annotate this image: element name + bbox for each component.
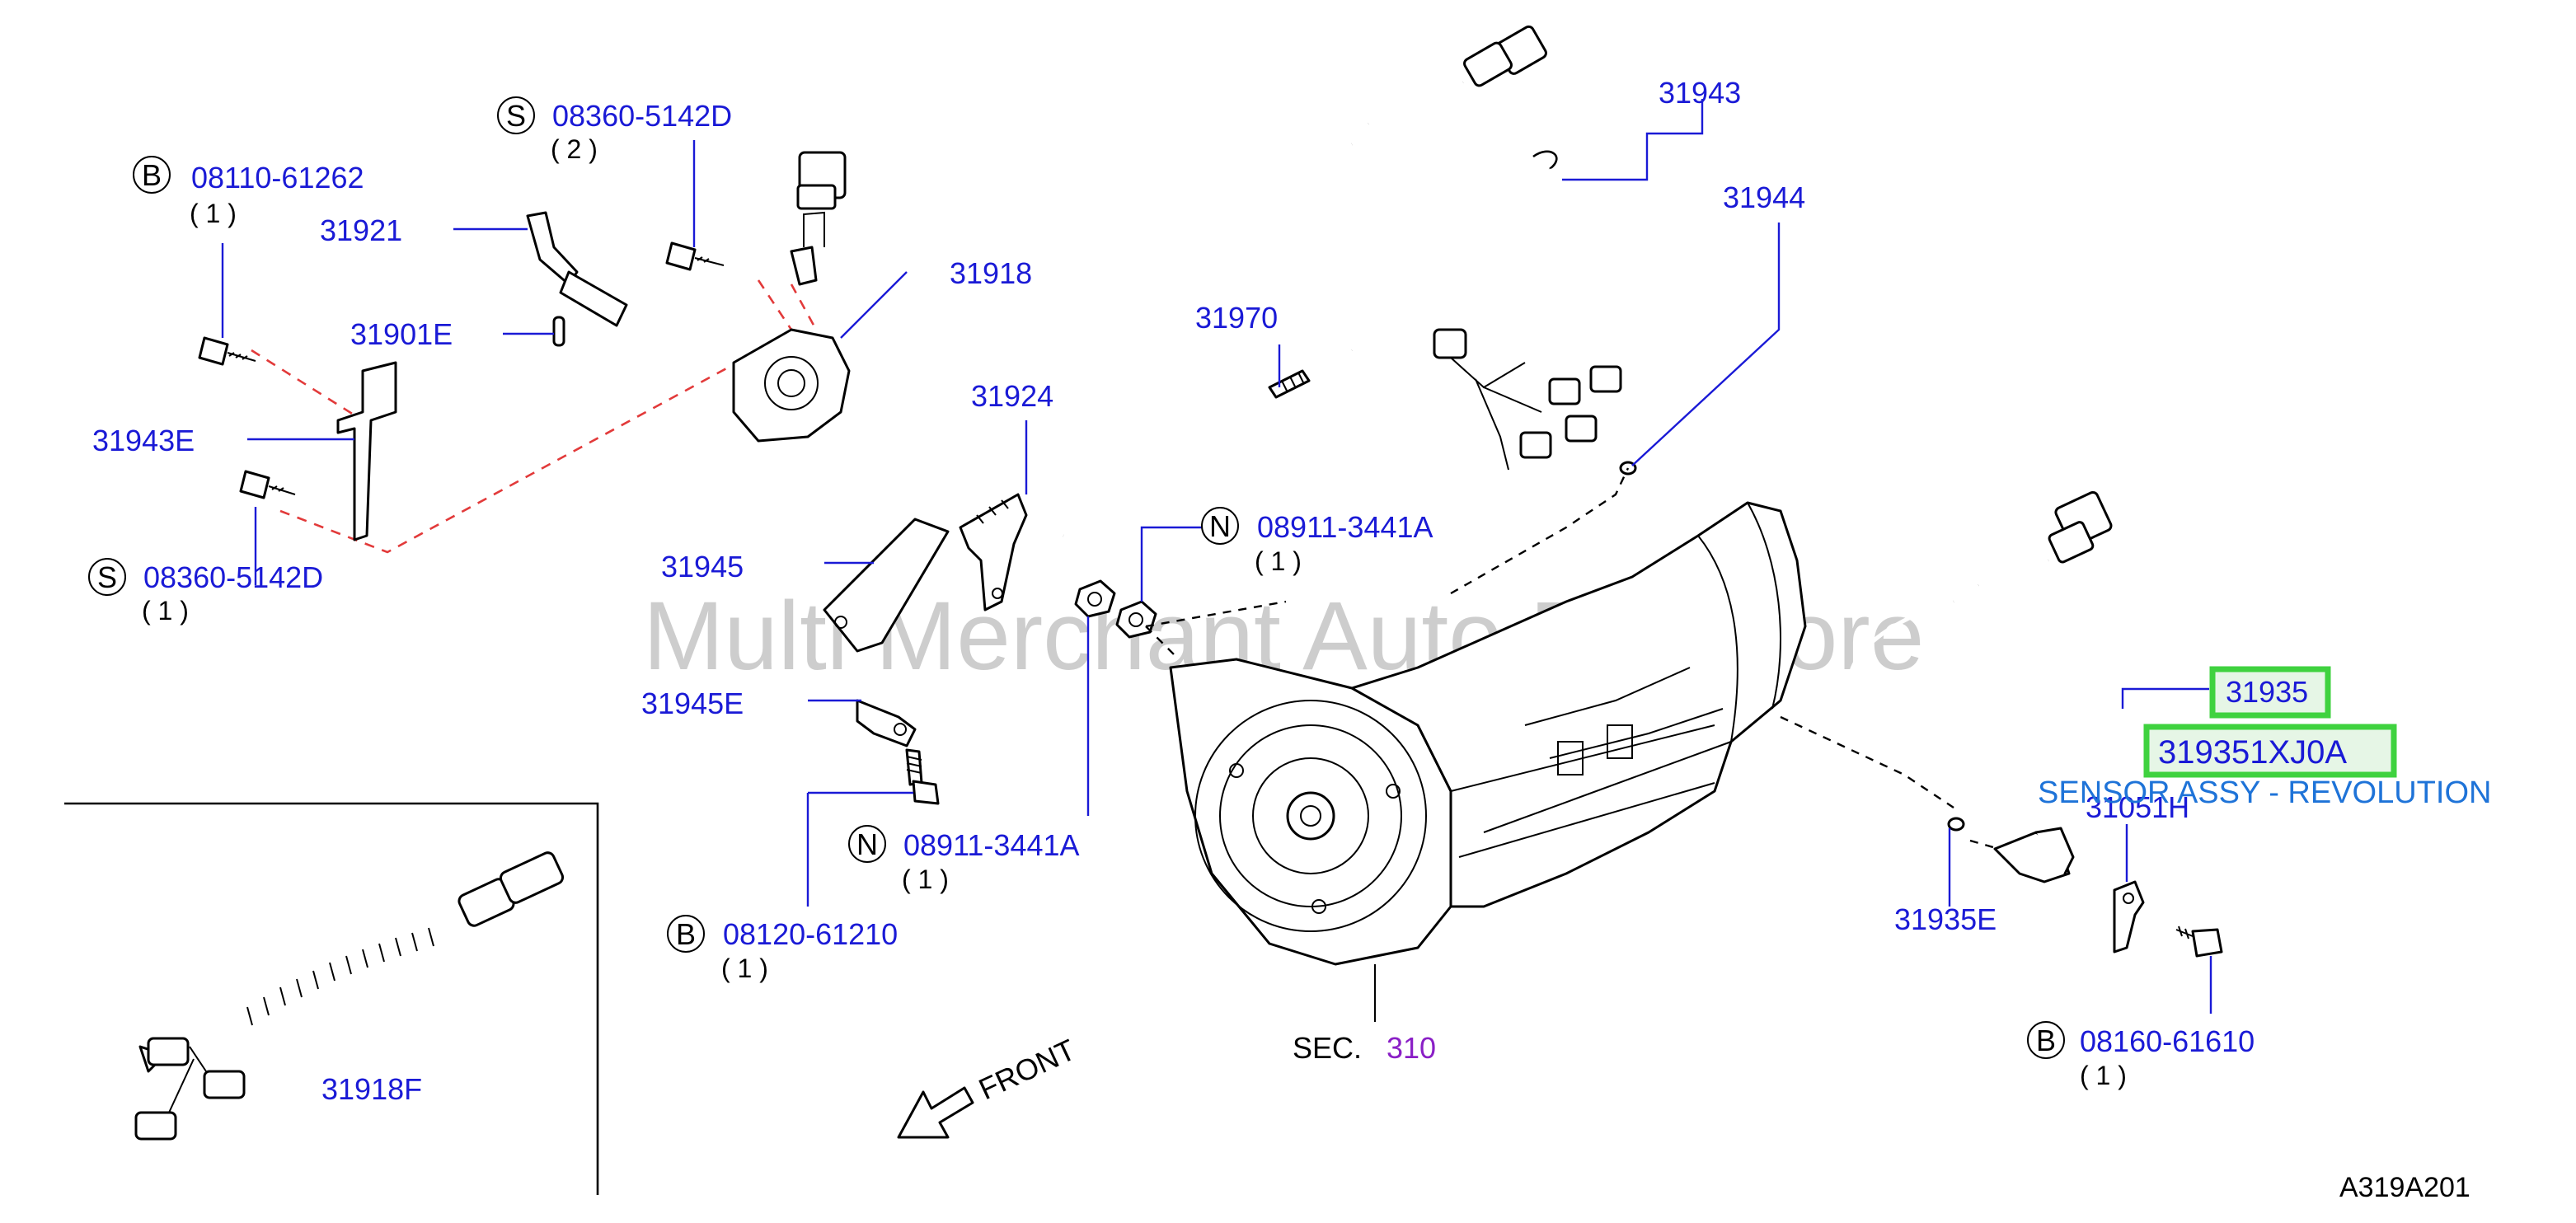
part-label-31944: 31944 xyxy=(1723,180,1805,214)
bolt-08160-61610 xyxy=(2175,925,2223,958)
callout-qty: ( 1 ) xyxy=(190,199,237,228)
part-label-31901e: 31901E xyxy=(350,317,453,351)
part-label-31918f: 31918F xyxy=(321,1072,422,1106)
transmission-assembly xyxy=(1169,501,1807,966)
part-label-31970: 31970 xyxy=(1195,301,1278,335)
part-label-31945: 31945 xyxy=(661,550,744,583)
callout-s-083605142d-left: S 08360-5142D ( 1 ) xyxy=(88,558,323,626)
pin-31901e xyxy=(552,316,565,347)
part-label-31943: 31943 xyxy=(1659,76,1741,110)
part-label-31918: 31918 xyxy=(950,256,1032,290)
nut-08911-3441a-lower xyxy=(1074,579,1116,618)
callout-qty: ( 1 ) xyxy=(2080,1061,2127,1090)
section-number[interactable]: 310 xyxy=(1387,1031,1436,1065)
callout-symbol: B xyxy=(676,917,696,951)
callout-number: 08110-61262 xyxy=(191,161,364,194)
callout-symbol: N xyxy=(1209,509,1231,543)
callout-number: 08911-3441A xyxy=(1257,510,1433,544)
callout-b-0816061610: B 08160-61610 ( 1 ) xyxy=(2027,1021,2255,1090)
callout-number: 08911-3441A xyxy=(903,828,1080,862)
callout-n-089113441a-bottom: N 08911-3441A ( 1 ) xyxy=(848,825,1080,894)
highlight-replacement[interactable]: 319351XJ0A xyxy=(2143,724,2397,778)
bracket-31945 xyxy=(823,518,950,653)
callout-number: 08160-61610 xyxy=(2080,1024,2255,1058)
part-label-31051h: 31051H xyxy=(2086,790,2189,824)
callout-n-089113441a-top: N 08911-3441A ( 1 ) xyxy=(1201,507,1433,576)
bracket-31943e xyxy=(336,361,397,541)
callout-symbol: S xyxy=(506,99,526,133)
bolt-08360-5142d-left xyxy=(239,470,296,499)
part-label-31943e: 31943E xyxy=(92,424,195,457)
diagram-code: A319A201 xyxy=(2339,1172,2470,1203)
front-label: FRONT xyxy=(974,1033,1081,1107)
callout-symbol: B xyxy=(2036,1024,2056,1057)
highlight-31935[interactable]: 31935 xyxy=(2209,666,2331,719)
part-description: SENSOR ASSY - REVOLUTION xyxy=(2038,776,2491,810)
callout-symbol: N xyxy=(856,827,878,861)
highlight-part-number: 31935 xyxy=(2226,675,2308,709)
sensor-31935 xyxy=(1847,490,2132,883)
callout-symbol: S xyxy=(97,560,117,594)
bolt-08120-61210 xyxy=(905,748,940,805)
bolt-08360-5142d-top xyxy=(665,241,725,271)
callout-qty: ( 1 ) xyxy=(721,954,768,983)
part-label-31945e: 31945E xyxy=(641,686,744,720)
lever-31921 xyxy=(526,211,628,327)
part-label-31921: 31921 xyxy=(320,213,402,247)
callout-qty: ( 2 ) xyxy=(551,134,598,164)
callout-number: 08360-5142D xyxy=(552,99,732,133)
harness-31943 xyxy=(1274,25,1622,471)
switch-31918 xyxy=(732,151,851,443)
callout-symbol: B xyxy=(142,158,162,192)
bracket-31924 xyxy=(959,493,1028,612)
callout-b-0811061262: B 08110-61262 ( 1 ) xyxy=(133,156,364,228)
part-label-31935e: 31935E xyxy=(1894,902,1997,936)
callout-b-0812061210: B 08120-61210 ( 1 ) xyxy=(667,915,898,983)
callout-qty: ( 1 ) xyxy=(902,865,949,894)
callout-qty: ( 1 ) xyxy=(1255,546,1302,576)
front-arrow xyxy=(897,1086,974,1139)
section-prefix: SEC. xyxy=(1293,1031,1362,1065)
harness-panel-31918f xyxy=(64,802,599,1195)
callout-number: 08120-61210 xyxy=(723,917,898,951)
replacement-part-number: 319351XJ0A xyxy=(2158,734,2347,771)
callout-number: 08360-5142D xyxy=(143,560,323,594)
bracket-31051h xyxy=(2113,880,2145,954)
part-label-31924: 31924 xyxy=(971,379,1053,413)
oring-31935e xyxy=(1947,817,1965,832)
washer-31945e xyxy=(856,699,917,747)
callout-s-083605142d-top: S 08360-5142D ( 2 ) xyxy=(497,96,732,164)
bolt-08110-61262 xyxy=(198,336,256,366)
rod-31970 xyxy=(1063,348,1354,545)
callout-qty: ( 1 ) xyxy=(142,596,189,626)
